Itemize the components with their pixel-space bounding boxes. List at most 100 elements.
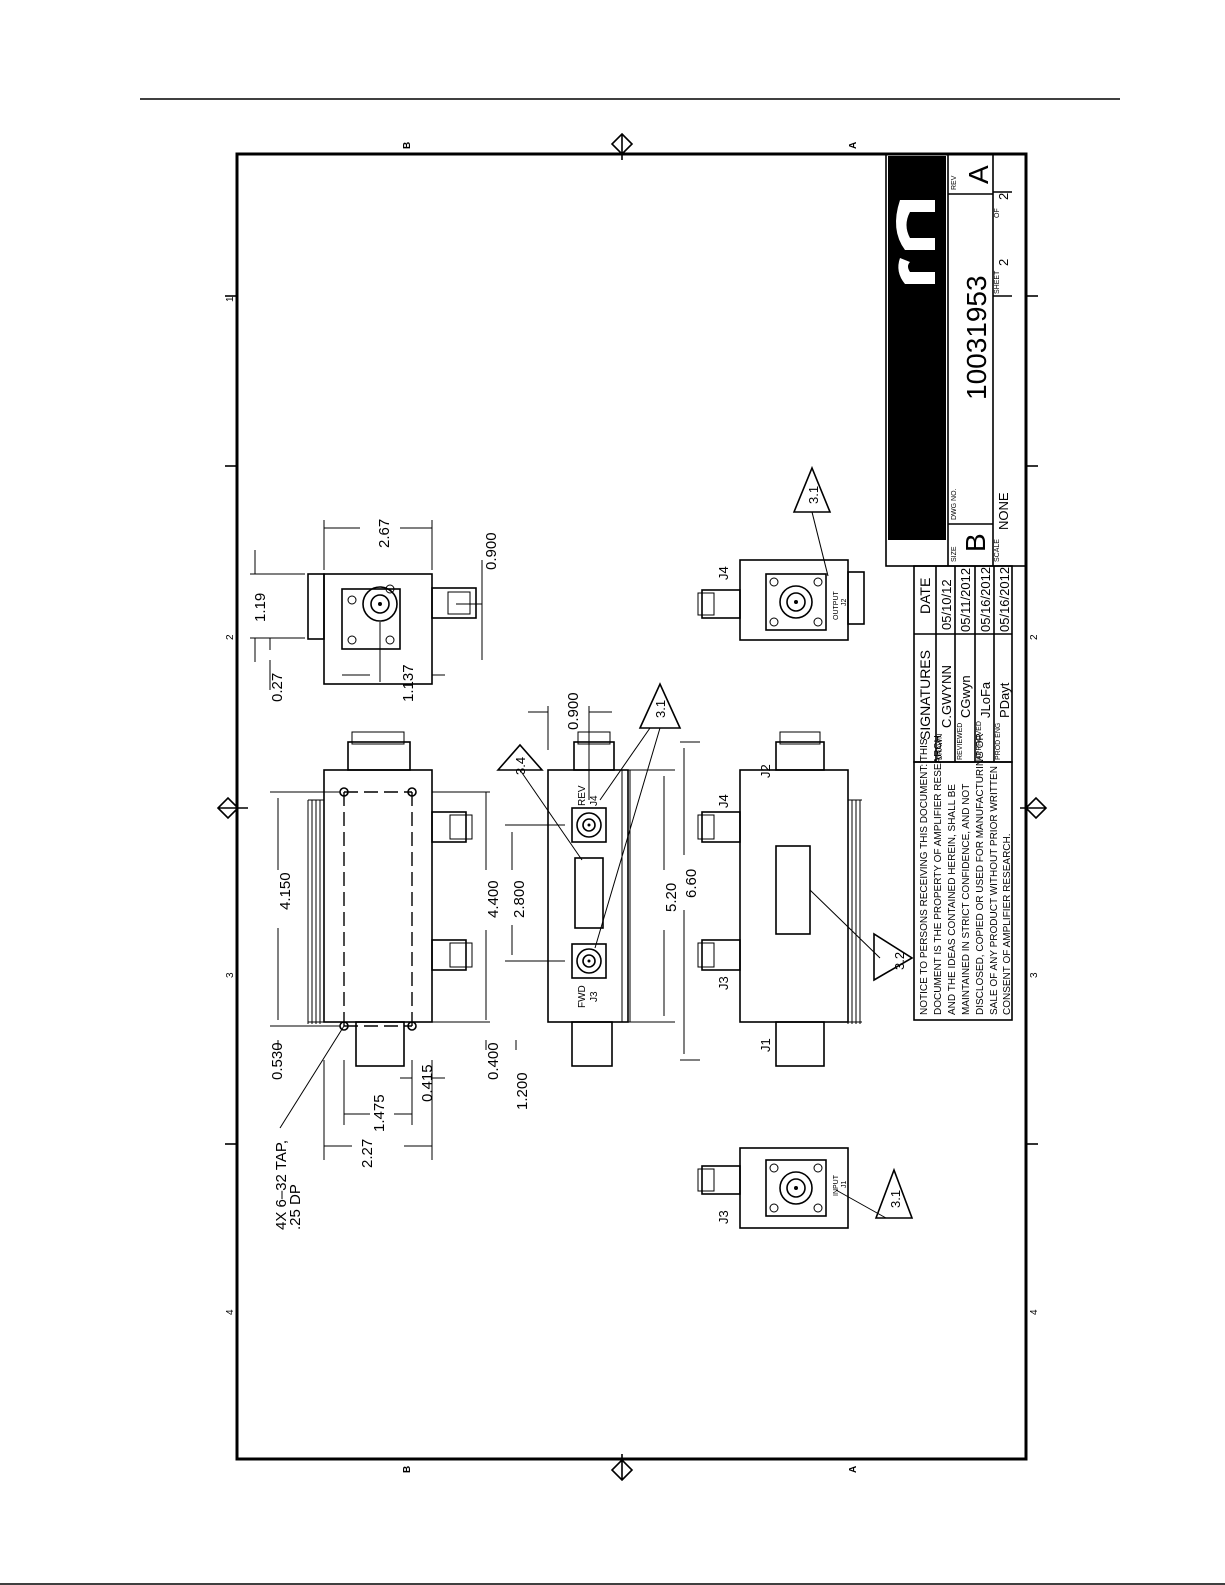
zone-1-left: 1 [225,296,236,302]
tap-note-line-2: .25 DP [287,1184,304,1230]
centering-arrows [216,132,1048,1482]
callout-31-output [792,465,832,577]
callout-34 [496,743,583,861]
output-label: OUTPUT [833,591,840,621]
zone-b-bottom: B [402,1466,413,1473]
sig-date-approved: 05/16/2012 [978,567,993,632]
svg-text:CONSENT OF AMPLIFIER RESEARCH.: CONSENT OF AMPLIFIER RESEARCH. [1002,833,1013,1015]
dim-top-width: 2.67 [376,519,393,548]
zone-a-bottom: A [848,1466,859,1473]
sig-date-prod-eng: 05/16/2012 [997,567,1012,632]
zone-ticks [225,295,1038,1145]
of-value: 2 [996,193,1011,200]
output-label-j4: J4 [716,566,731,580]
sig-name-reviewed: CGwyn [958,675,973,718]
input-label-j1: J1 [841,1181,848,1189]
svg-text:DOCUMENT IS THE PROPERTY OF AM: DOCUMENT IS THE PROPERTY OF AMPLIFIER RE… [933,735,944,1015]
sheet-label: SHEET [994,270,1001,294]
company-logo [888,156,946,540]
callout-32-label: 3.2 [892,952,907,970]
zone-4-right: 4 [1029,1309,1040,1315]
dim-side-edge: 0.530 [269,1042,286,1080]
callout-31-output-label: 3.1 [806,486,821,504]
bottom-label-j1: J1 [758,1038,773,1052]
scale-value: NONE [996,492,1011,530]
end-view-top [307,573,477,685]
zone-3-right: 3 [1029,972,1040,978]
svg-text:MAINTAINED IN STRICT CONFIDENC: MAINTAINED IN STRICT CONFIDENCE, AND NOT [961,784,972,1015]
end-view-top-dims [250,520,483,690]
tap-note-line-1: 4X 6–32 TAP, [273,1140,290,1230]
sig-role-prod-eng: PROD ENG [995,723,1002,760]
rev-label: REV [951,175,958,190]
input-end-view [697,1147,849,1229]
sig-role-drawn: DRAWN [937,734,944,760]
dim-top-conn: 0.900 [483,532,500,570]
company-name: rf/microwave instrumentation [932,358,947,540]
dim-front-total: 6.60 [683,869,700,898]
zone-2-right: 2 [1029,634,1040,640]
front-label-rev: REV [577,785,588,806]
svg-text:NOTICE TO PERSONS RECEIVING TH: NOTICE TO PERSONS RECEIVING THIS DOCUMEN… [919,738,930,1015]
output-label-j2: J2 [841,599,848,607]
size-label: SIZE [951,546,958,562]
front-label-j3: J3 [589,991,600,1002]
callout-32 [809,889,914,982]
dwg-no-value: 10031953 [961,275,992,400]
dim-top-center: 1.137 [400,664,417,702]
dim-side-end: 0.400 [485,1042,502,1080]
dim-side-w-total: 2.27 [359,1139,376,1168]
dim-side-length: 4.150 [277,872,294,910]
bottom-label-j2: J2 [758,764,773,778]
size-value: B [960,533,991,552]
bottom-view [697,731,862,1067]
dwg-no-label: DWG NO. [951,488,958,520]
svg-text:SALE OF ANY PRODUCT WITHOUT PR: SALE OF ANY PRODUCT WITHOUT PRIOR WRITTE… [989,766,1000,1015]
front-label-fwd: FWD [577,985,588,1008]
sig-role-approved: APPROVED [976,721,983,760]
rev-value: A [963,165,994,184]
registered-mark: ® [926,170,937,178]
dim-front-body: 5.20 [663,883,680,912]
zone-a-top: A [848,142,859,149]
input-label-j3: J3 [716,1210,731,1224]
dim-side-hole: 4.400 [485,880,502,918]
sig-name-drawn: C.GWYNN [939,665,954,728]
sig-date-reviewed: 05/11/2012 [958,568,973,632]
sig-role-reviewed: REVIEWED [957,723,964,760]
sig-name-prod-eng: PDayt [997,682,1012,718]
dim-side-w-offset: 0.415 [419,1064,436,1102]
output-end-view [697,559,865,641]
svg-text:AND THE IDEAS CONTAINED HEREIN: AND THE IDEAS CONTAINED HEREIN, SHALL BE [947,784,958,1015]
zone-3-left: 3 [225,972,236,978]
bottom-label-j3: J3 [716,976,731,990]
callout-34-label: 3.4 [513,757,528,775]
callout-31-front [594,682,682,949]
title-block-frame [885,153,1027,567]
dim-front-conn-spacing: 2.800 [511,880,528,918]
callout-31-front-label: 3.1 [653,700,668,718]
callout-31-input-label: 3.1 [888,1190,903,1208]
notice-text: NOTICE TO PERSONS RECEIVING THIS DOCUMEN… [919,733,1013,1015]
dim-front-end: 1.200 [514,1072,531,1110]
dim-side-w-holes: 1.475 [371,1094,388,1132]
scale-label: SCALE [994,539,1001,562]
front-label-j4: J4 [589,795,600,806]
zone-2-left: 2 [225,634,236,640]
dim-top-offset: 0.27 [269,673,286,702]
front-view-dims [505,706,700,1061]
svg-text:DISCLOSED, COPIED OR USED FOR: DISCLOSED, COPIED OR USED FOR MANUFACTUR… [975,733,986,1015]
sig-date-drawn: 05/10/12 [939,579,954,630]
sheet-value: 2 [996,259,1011,266]
of-label: OF [994,208,1001,218]
front-view [547,731,631,1067]
input-label: INPUT [833,1174,840,1196]
bottom-label-j4: J4 [716,794,731,808]
signatures-header: SIGNATURES [917,650,933,740]
sig-name-approved: JLoFa [978,681,993,718]
side-view-dims [270,791,517,1160]
zone-b-top: B [402,142,413,149]
dim-top-height: 1.19 [252,593,269,622]
date-header: DATE [917,578,933,614]
